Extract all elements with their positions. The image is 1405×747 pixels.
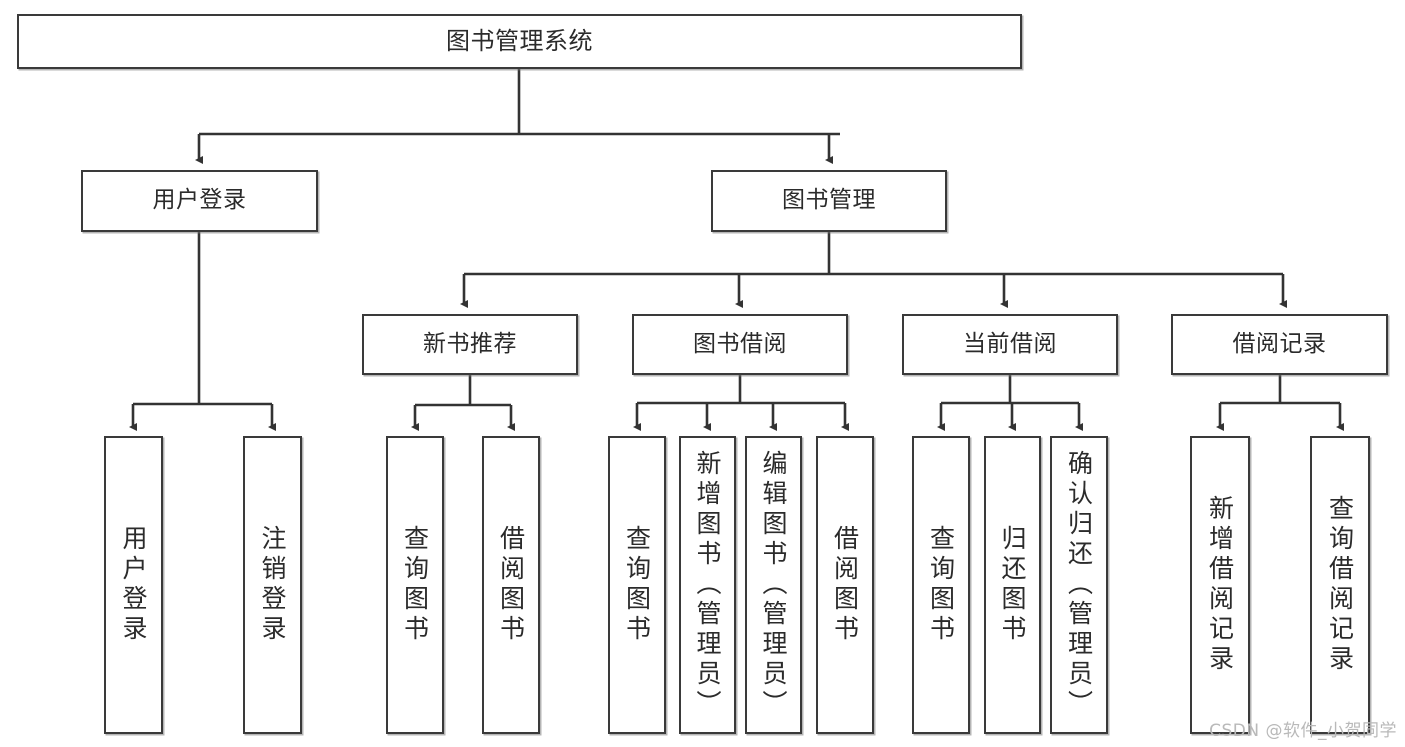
node-book-borrow[interactable]: 图书借阅 [632,314,848,375]
leaf-confirm-return-admin[interactable]: 确认归还（管理员） [1050,436,1108,734]
node-label: 借阅图书 [496,525,526,645]
node-label: 用户登录 [119,525,148,645]
node-label: 图书借阅 [693,330,787,357]
node-label: 新书推荐 [423,330,517,357]
node-new-book-recommend[interactable]: 新书推荐 [362,314,578,375]
csdn-watermark: CSDN @软件_小贺同学 [1209,721,1397,741]
node-label: 编辑图书（管理员） [759,450,788,720]
node-current-borrow[interactable]: 当前借阅 [902,314,1118,375]
leaf-add-book-admin[interactable]: 新增图书（管理员） [679,436,736,734]
leaf-query-borrow-record[interactable]: 查询借阅记录 [1310,436,1370,734]
node-borrow-record[interactable]: 借阅记录 [1171,314,1388,375]
node-label: 借阅图书 [830,525,860,645]
leaf-borrow-book-recommend[interactable]: 借阅图书 [482,436,540,734]
node-label: 归还图书 [998,525,1027,645]
leaf-query-book-recommend[interactable]: 查询图书 [386,436,444,734]
node-label: 当前借阅 [963,330,1057,357]
node-label: 图书管理 [782,187,876,214]
leaf-edit-book-admin[interactable]: 编辑图书（管理员） [745,436,802,734]
node-label: 新增图书（管理员） [693,450,722,720]
node-label: 确认归还（管理员） [1064,450,1094,720]
leaf-query-book-borrow[interactable]: 查询图书 [608,436,666,734]
node-label: 查询借阅记录 [1325,495,1355,675]
leaf-query-book-current[interactable]: 查询图书 [912,436,970,734]
leaf-return-book[interactable]: 归还图书 [984,436,1041,734]
leaf-user-login[interactable]: 用户登录 [104,436,163,734]
node-user-login[interactable]: 用户登录 [81,170,318,232]
node-label: 图书管理系统 [446,27,593,56]
node-label: 借阅记录 [1232,330,1327,357]
node-label: 查询图书 [622,525,652,645]
node-root-system[interactable]: 图书管理系统 [17,14,1022,69]
leaf-borrow-book[interactable]: 借阅图书 [816,436,874,734]
leaf-logout[interactable]: 注销登录 [243,436,302,734]
node-label: 查询图书 [926,525,956,645]
node-label: 查询图书 [400,525,430,645]
node-label: 新增借阅记录 [1205,495,1235,675]
leaf-add-borrow-record[interactable]: 新增借阅记录 [1190,436,1250,734]
node-book-management[interactable]: 图书管理 [711,170,947,232]
node-label: 用户登录 [152,187,247,214]
node-label: 注销登录 [258,525,287,645]
